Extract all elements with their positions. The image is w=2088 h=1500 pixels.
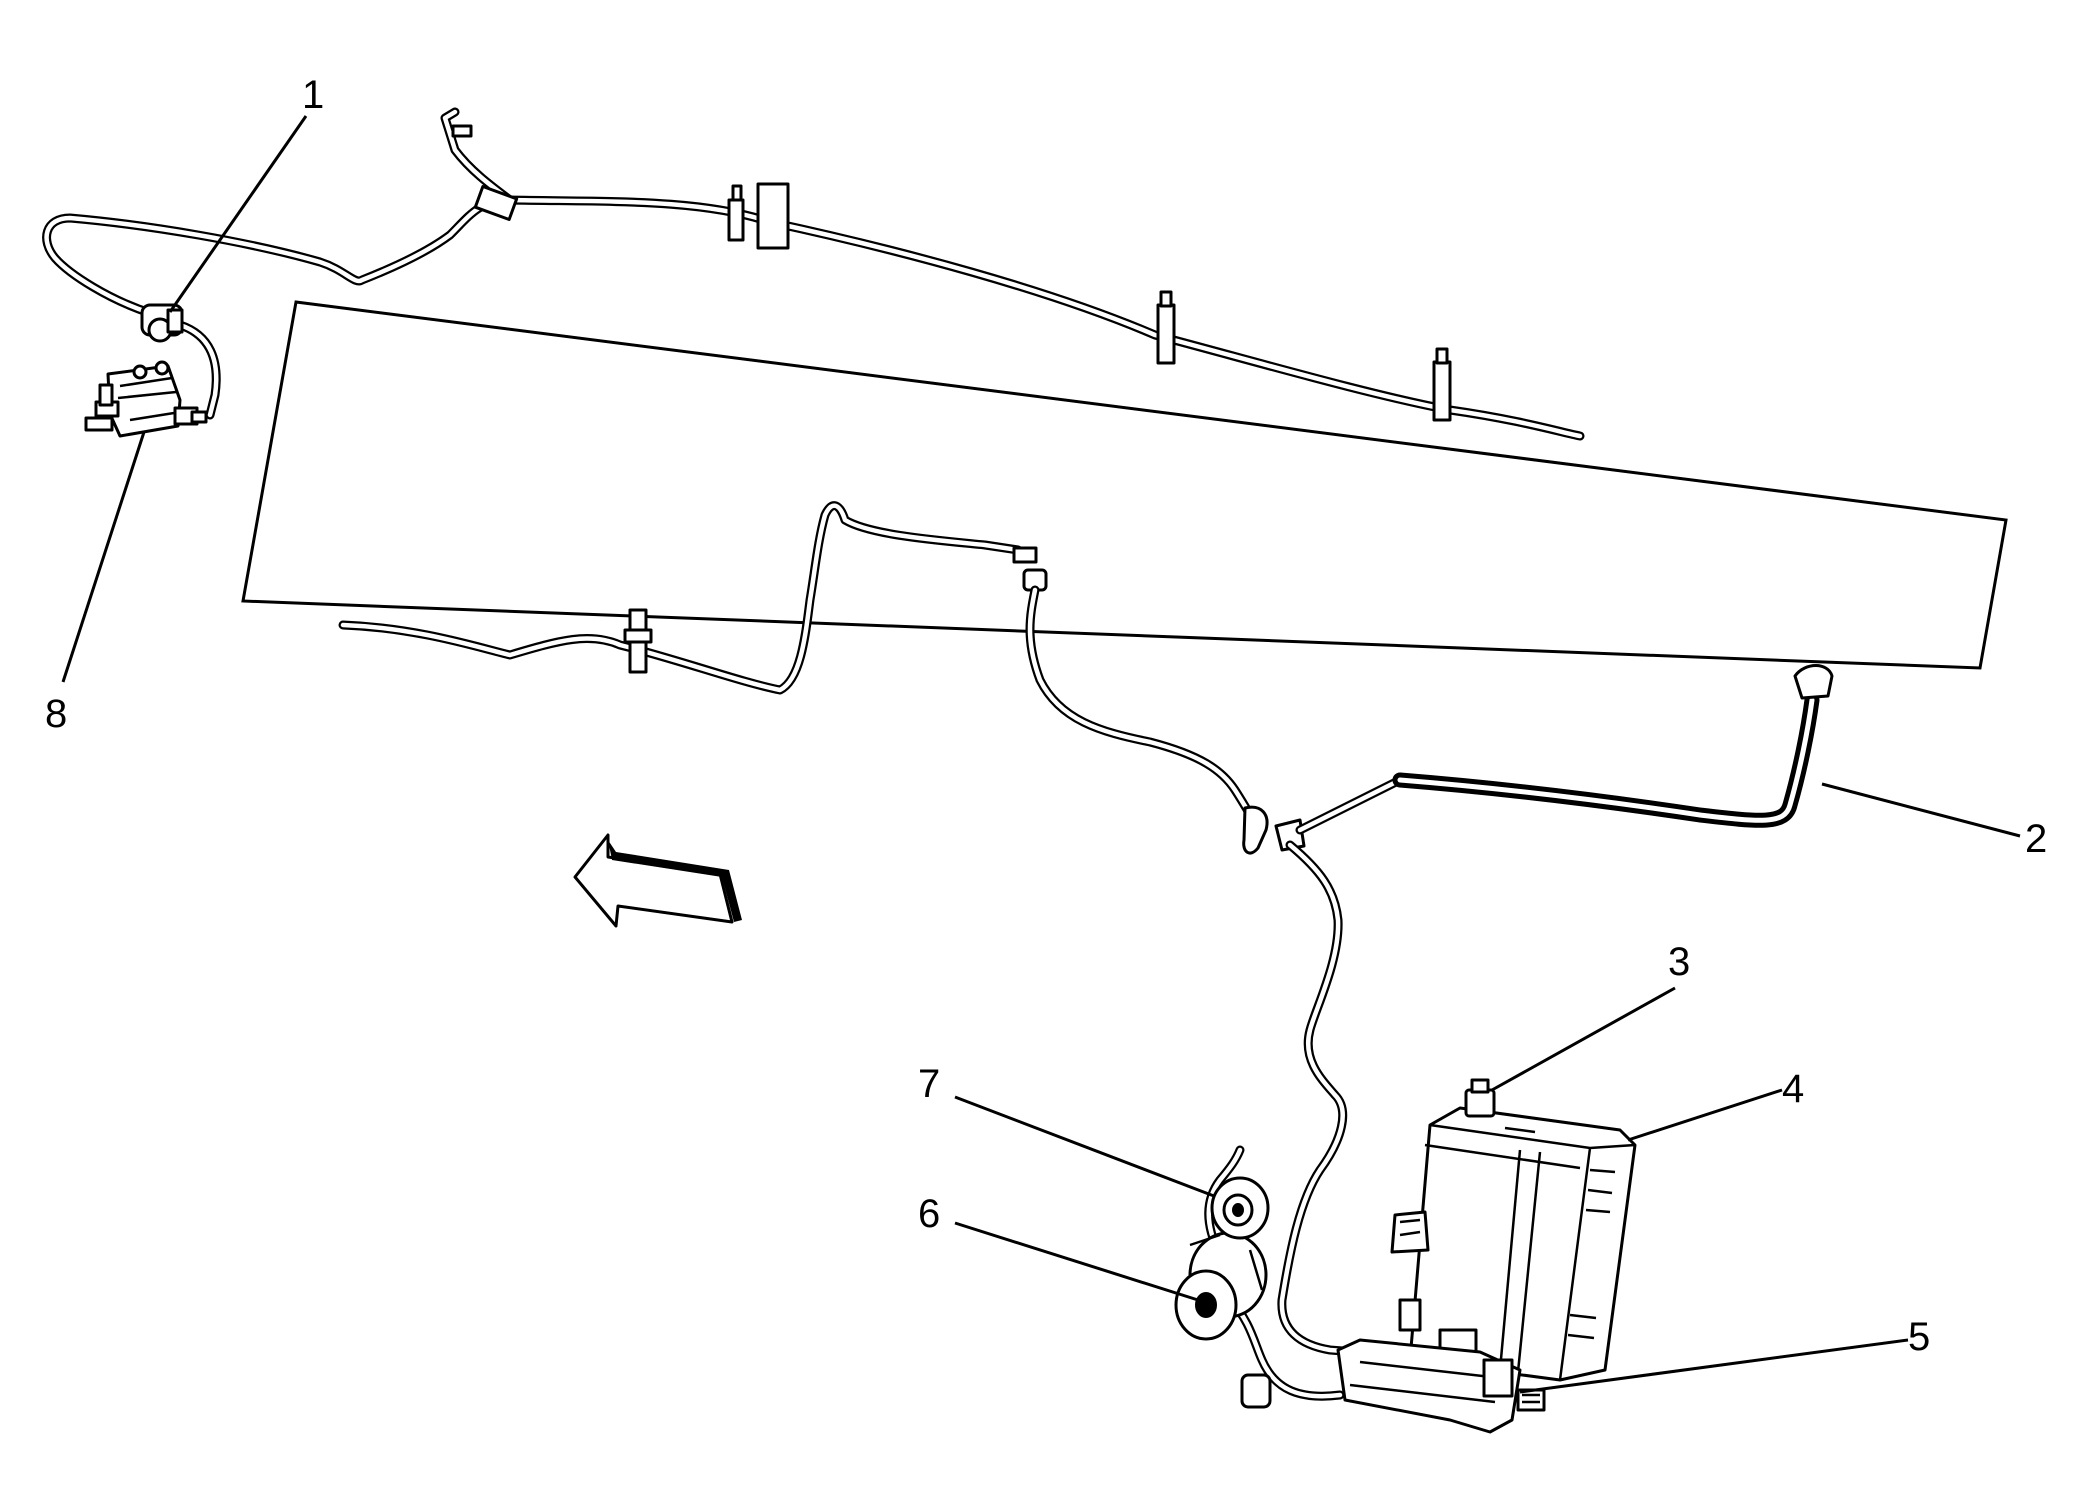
pipe-clip-c — [1432, 347, 1452, 422]
callout-2: 2 — [2025, 817, 2047, 861]
vapor-pipe-to-tee — [1025, 585, 1267, 835]
upper-vapor-pipe — [42, 107, 1585, 441]
leader-6 — [954, 1221, 1199, 1302]
leader-5 — [1519, 1338, 1909, 1394]
vent-cap — [1210, 1176, 1270, 1240]
lower-vapor-pipe — [338, 501, 1048, 695]
forward-direction-arrow — [573, 833, 742, 928]
pipe-clip-b — [1156, 290, 1176, 365]
callout-labels: 1 2 3 4 5 6 7 8 — [45, 73, 2047, 1359]
canister-vent-valve — [1336, 1338, 1546, 1434]
tee-fitting — [1242, 805, 1306, 855]
leader-8 — [61, 431, 146, 683]
filter-hose — [1204, 1145, 1345, 1409]
leader-7 — [954, 1095, 1215, 1198]
purge-pipe-connector — [140, 303, 221, 420]
leader-4 — [1627, 1088, 1783, 1142]
callout-7: 7 — [918, 1062, 940, 1106]
callout-3: 3 — [1668, 940, 1690, 984]
evap-filter — [1174, 1231, 1268, 1341]
vapor-pipe-to-canister — [1277, 840, 1425, 1365]
callout-8: 8 — [45, 692, 67, 736]
leader-1 — [168, 115, 308, 313]
callout-6: 6 — [918, 1192, 940, 1236]
leader-2 — [1821, 782, 2021, 838]
evap-canister — [1390, 1078, 1637, 1382]
leader-3 — [1491, 986, 1676, 1092]
leader-lines — [61, 115, 2021, 1394]
frame-rail — [241, 300, 2008, 670]
callout-5: 5 — [1908, 1315, 1930, 1359]
purge-valve — [84, 360, 208, 438]
pipe-clip-a — [727, 182, 790, 250]
callout-1: 1 — [302, 73, 324, 117]
fuel-tank-vent-hose — [1295, 664, 1834, 835]
callout-4: 4 — [1782, 1067, 1804, 1111]
